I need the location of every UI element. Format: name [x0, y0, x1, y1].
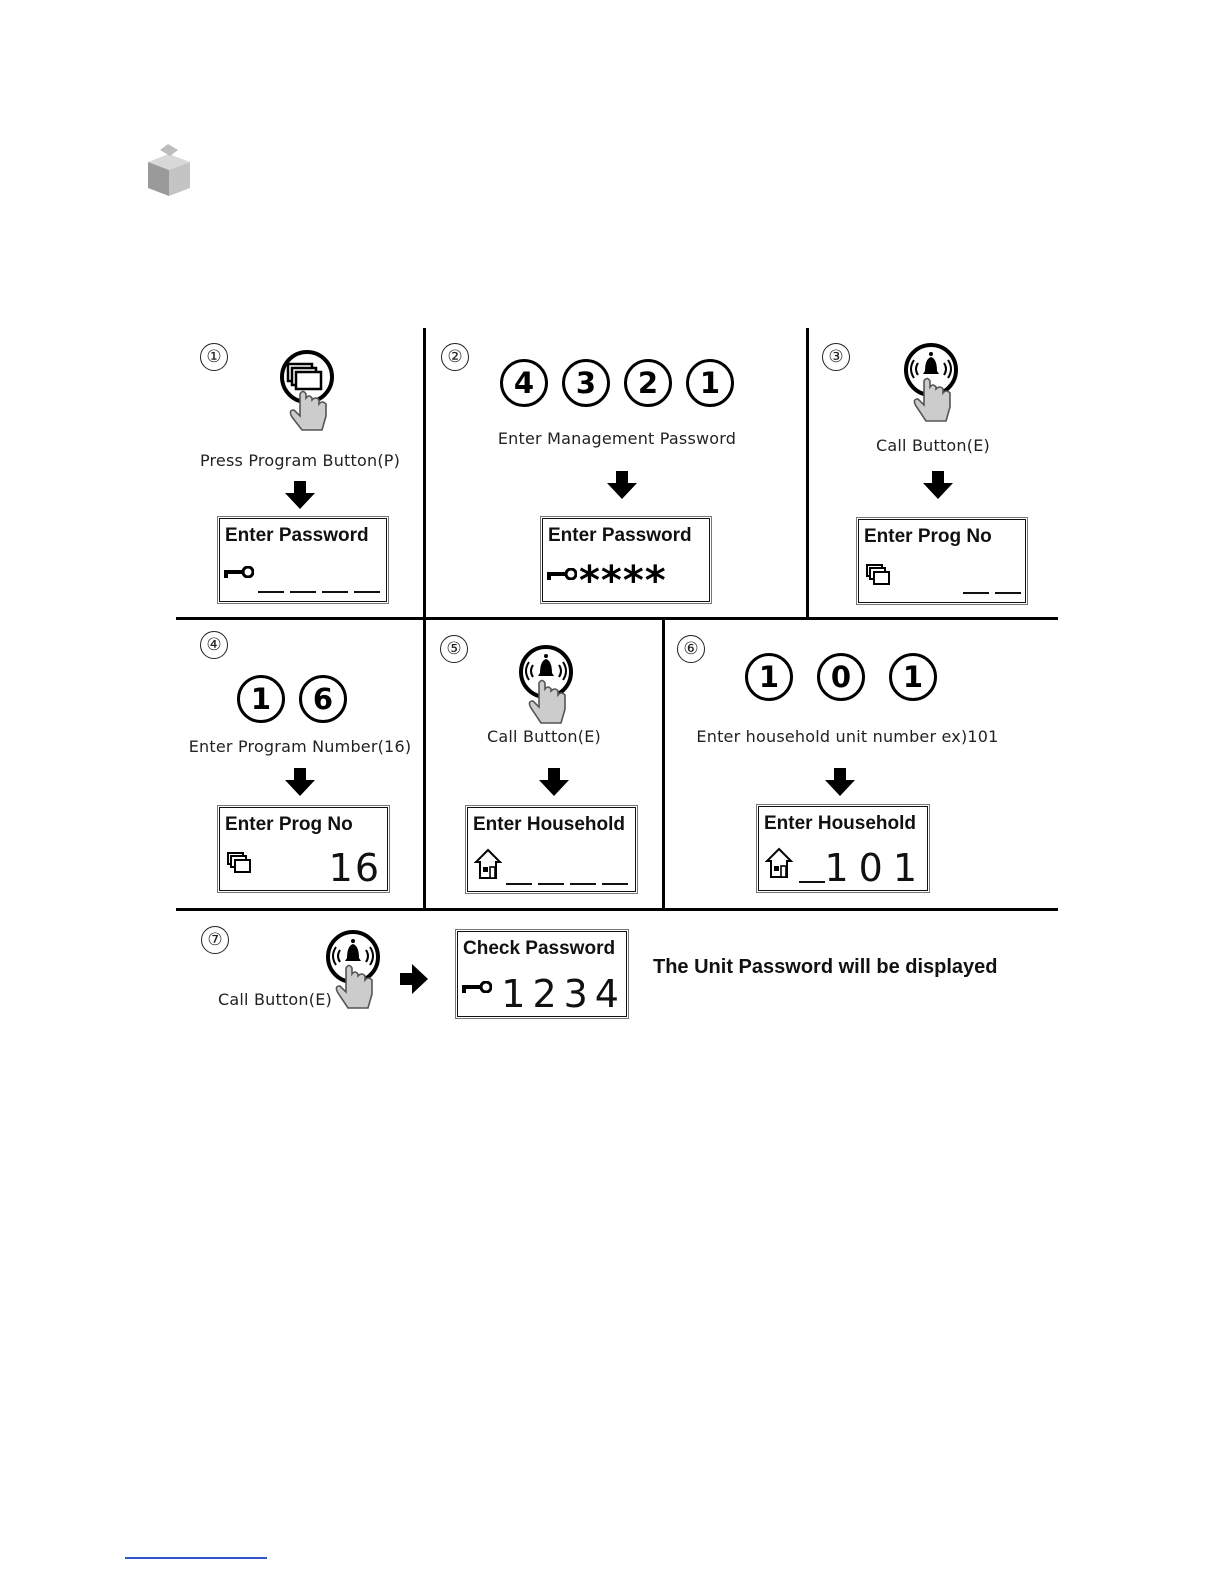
step-caption: Enter Program Number(16)	[188, 737, 412, 756]
display-title: Enter Household	[764, 813, 917, 834]
step-caption: Call Button(E)	[876, 436, 990, 455]
display-value: 101	[824, 846, 927, 890]
divider	[423, 328, 426, 909]
program-icon	[227, 852, 251, 873]
arrow-icon	[400, 964, 428, 994]
digit-key: 1	[237, 675, 285, 723]
input-placeholder	[506, 883, 628, 885]
input-placeholder	[799, 881, 825, 883]
house-icon	[765, 847, 793, 878]
key-icon	[462, 981, 492, 993]
arrow-icon	[607, 471, 637, 499]
masked-password: ****	[579, 558, 667, 604]
digit-key: 3	[562, 359, 610, 407]
step-number: ④	[200, 631, 228, 659]
step-number: ①	[200, 343, 228, 371]
divider	[806, 328, 809, 618]
step-caption: Call Button(E)	[218, 990, 332, 1009]
result-text: The Unit Password will be displayed	[653, 956, 998, 978]
display-title: Check Password	[463, 938, 616, 959]
digit-key: 2	[624, 359, 672, 407]
divider	[176, 908, 1058, 911]
call-button-icon	[519, 645, 573, 724]
display-title: Enter Household	[473, 814, 626, 835]
divider	[662, 618, 665, 909]
display-title: Enter Password	[225, 525, 369, 546]
display-screen: Enter Password	[217, 516, 389, 604]
display-title: Enter Password	[548, 525, 692, 546]
program-icon	[866, 564, 890, 585]
key-icon	[547, 568, 577, 580]
display-value: 1234	[501, 972, 626, 1016]
call-button-icon	[904, 343, 958, 422]
arrow-icon	[923, 471, 953, 499]
call-button-icon	[326, 930, 380, 1009]
program-button-icon	[280, 350, 334, 431]
step-caption: Enter household unit number ex)101	[696, 727, 999, 746]
arrow-icon	[825, 768, 855, 796]
key-icon	[224, 566, 254, 578]
display-title: Enter Prog No	[225, 814, 353, 835]
arrow-icon	[285, 481, 315, 509]
digit-key: 6	[299, 675, 347, 723]
step-caption: Press Program Button(P)	[199, 451, 401, 470]
step-number: ③	[822, 343, 850, 371]
step-number: ⑤	[440, 635, 468, 663]
display-value: 16	[328, 846, 381, 890]
step-number: ⑥	[677, 635, 705, 663]
display-screen: Enter Password ****	[540, 516, 712, 604]
digit-key: 4	[500, 359, 548, 407]
step-caption: Call Button(E)	[487, 727, 601, 746]
step-caption: Enter Management Password	[497, 429, 737, 448]
input-placeholder	[258, 591, 380, 593]
display-screen: Enter Prog No 16	[217, 805, 390, 893]
arrow-icon	[285, 768, 315, 796]
display-screen: Enter Household	[465, 805, 638, 894]
step-number: ⑦	[201, 926, 229, 954]
display-title: Enter Prog No	[864, 526, 992, 547]
footnote-separator	[125, 1557, 267, 1559]
divider	[176, 617, 1058, 620]
input-placeholder	[963, 592, 1021, 594]
display-screen: Check Password 1234	[455, 929, 629, 1019]
digit-key: 1	[889, 653, 937, 701]
display-screen: Enter Prog No	[856, 517, 1028, 605]
digit-key: 1	[686, 359, 734, 407]
step-number: ②	[441, 343, 469, 371]
digit-key: 0	[817, 653, 865, 701]
house-icon	[474, 848, 502, 879]
digit-key: 1	[745, 653, 793, 701]
cube-logo-icon	[148, 144, 190, 196]
display-screen: Enter Household 101	[756, 804, 930, 893]
arrow-icon	[539, 768, 569, 796]
